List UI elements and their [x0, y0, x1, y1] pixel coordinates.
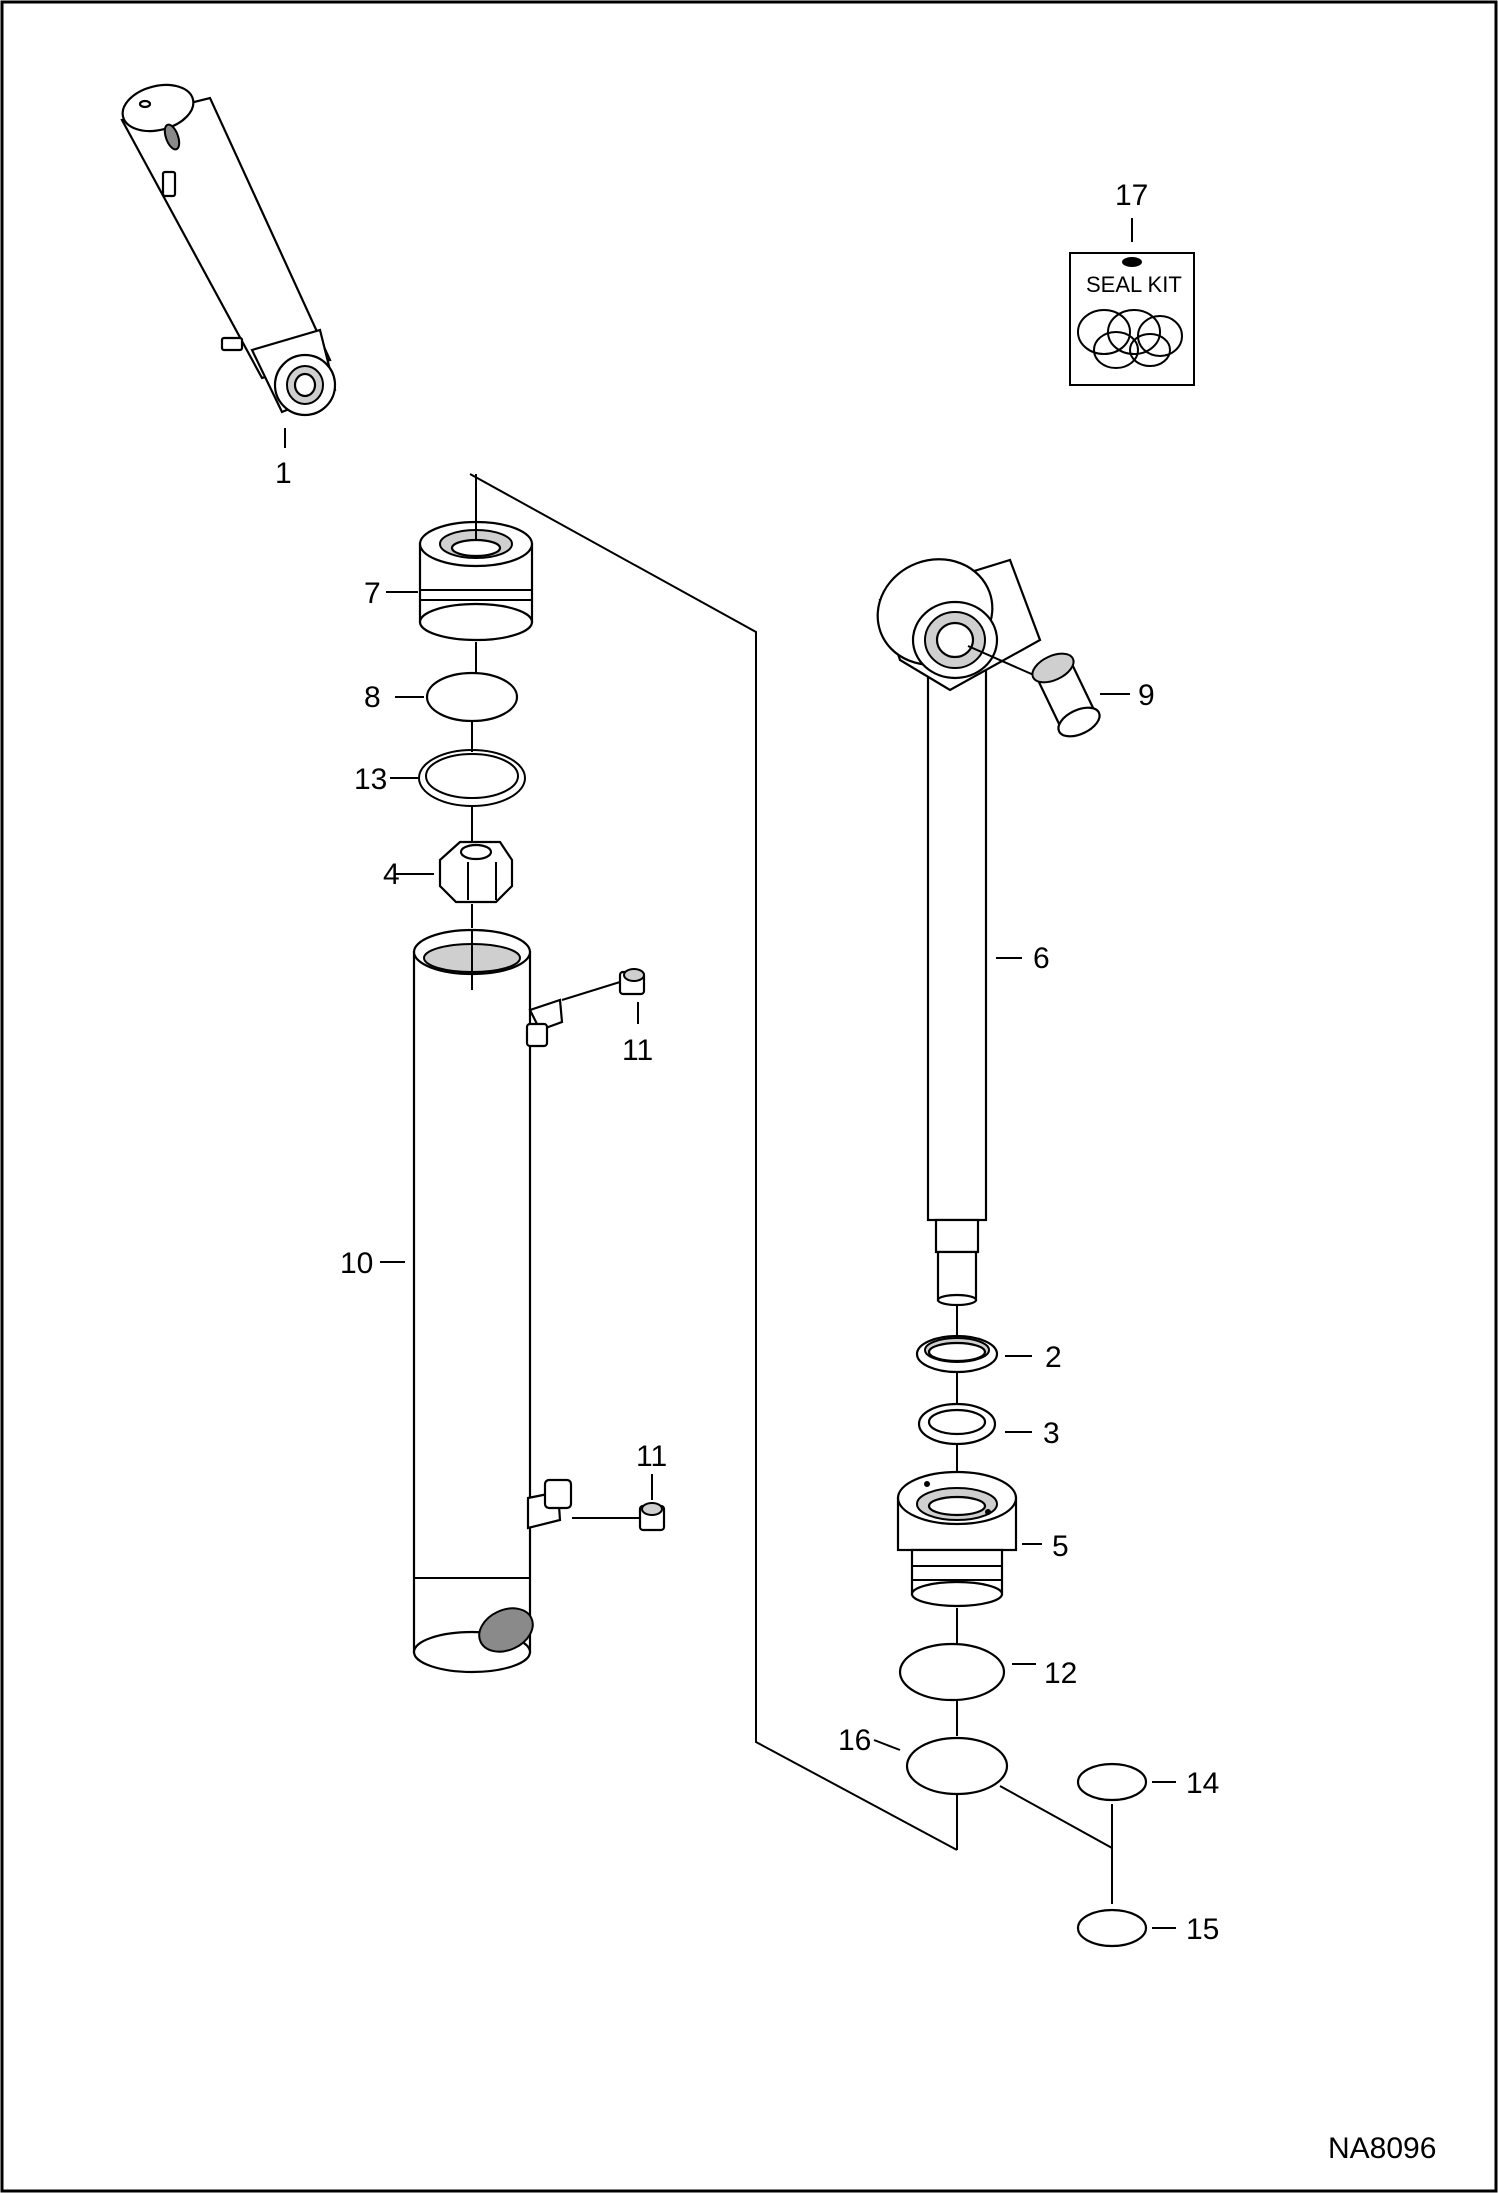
part-2-wiper-seal [915, 1334, 999, 1374]
callout-12: 12 [1044, 1657, 1077, 1690]
part-9-bushing [1031, 652, 1101, 738]
part-1-cylinder-assembly [120, 83, 337, 417]
bracket-line-seal-group [469, 473, 958, 1851]
reference-code: NA8096 [1328, 2132, 1436, 2165]
callout-5: 5 [1052, 1530, 1069, 1563]
axis-line-9 [967, 645, 1037, 677]
part-8-disc [425, 671, 519, 723]
part-16-disc [905, 1736, 1009, 1796]
part-4-hex-nut [438, 840, 514, 904]
callout-4: 4 [383, 858, 400, 891]
callout-17: 17 [1115, 179, 1148, 212]
callout-1: 1 [275, 457, 292, 490]
callout-10: 10 [340, 1247, 373, 1280]
callout-3: 3 [1043, 1417, 1060, 1450]
part-10-barrel [412, 928, 573, 1674]
callout-11-lower: 11 [636, 1440, 667, 1473]
callout-11-upper: 11 [622, 1034, 653, 1067]
branch-line-14-15 [999, 1785, 1113, 1904]
callout-8: 8 [364, 681, 381, 714]
callout-16: 16 [838, 1724, 871, 1757]
part-7-piston [418, 520, 534, 642]
callout-14: 14 [1186, 1767, 1219, 1800]
part-12-disc [898, 1642, 1006, 1702]
part-5-gland [896, 1470, 1018, 1608]
callout-15: 15 [1186, 1913, 1219, 1946]
part-15-disc [1076, 1908, 1148, 1948]
callout-2: 2 [1045, 1341, 1062, 1374]
part-3-rod-seal [917, 1402, 997, 1446]
part-6-rod [876, 558, 1042, 1307]
callout-13: 13 [354, 763, 387, 796]
callout-7: 7 [364, 577, 381, 610]
callout-6: 6 [1033, 942, 1050, 975]
seal-kit-label: SEAL KIT [1086, 272, 1182, 297]
part-11-fitting-upper [618, 968, 646, 996]
part-17-seal-kit: SEAL KIT [1069, 252, 1195, 386]
part-14-disc [1076, 1762, 1148, 1802]
axis-line-11a [561, 981, 621, 1001]
callout-9: 9 [1138, 679, 1155, 712]
part-13-o-ring [418, 749, 526, 807]
part-11-fitting-lower [638, 1502, 666, 1532]
leader-16 [873, 1739, 901, 1751]
